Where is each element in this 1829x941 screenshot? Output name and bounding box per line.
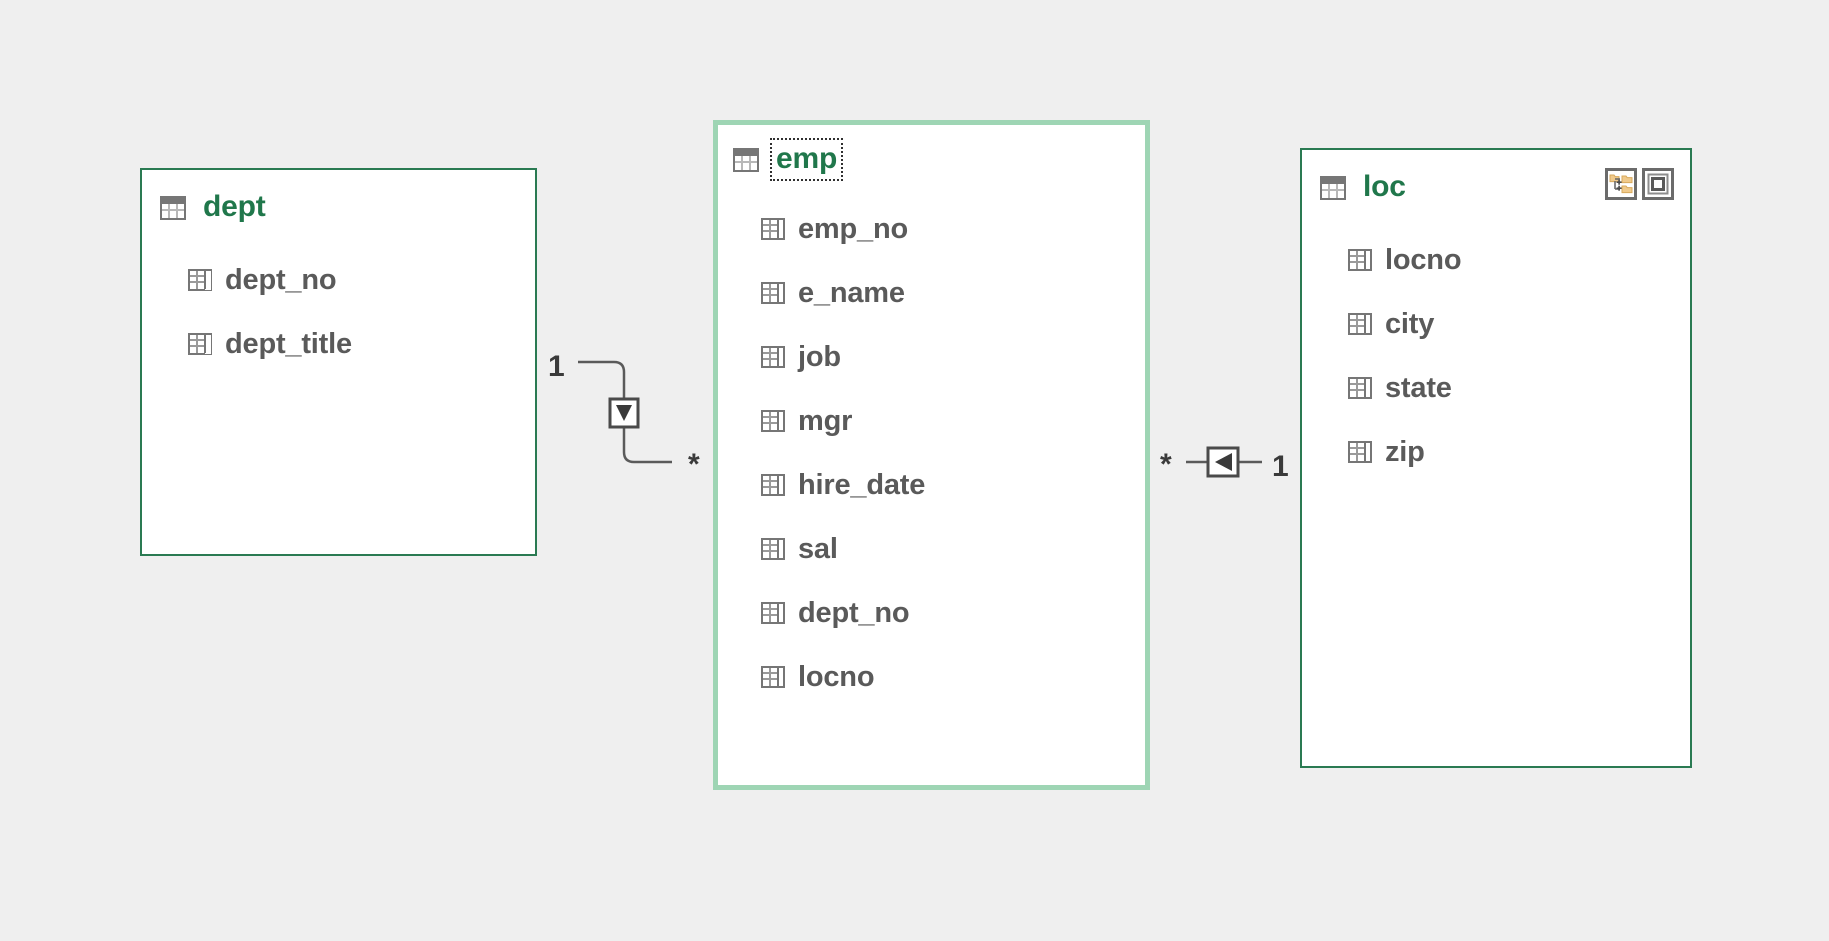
- column-row[interactable]: e_name: [761, 261, 925, 325]
- relationship-dept-emp[interactable]: [578, 360, 672, 464]
- column-row[interactable]: city: [1348, 292, 1461, 356]
- folder-tree-icon[interactable]: [1605, 168, 1637, 200]
- column-icon: [1348, 441, 1372, 463]
- column-icon: [1348, 313, 1372, 335]
- column-row[interactable]: job: [761, 325, 925, 389]
- column-icon: [761, 666, 785, 688]
- column-icon: [188, 333, 212, 355]
- column-label: hire_date: [798, 468, 926, 501]
- column-label: city: [1385, 307, 1435, 340]
- entity-emp[interactable]: emp emp_no: [713, 120, 1150, 790]
- entity-loc[interactable]: loc: [1300, 148, 1692, 768]
- table-icon: [733, 147, 759, 172]
- column-icon: [1348, 249, 1372, 271]
- column-label: dept_no: [798, 596, 910, 629]
- column-icon: [761, 346, 785, 368]
- column-icon: [188, 269, 212, 291]
- column-label: sal: [798, 532, 838, 565]
- column-row[interactable]: dept_no: [761, 581, 925, 645]
- column-label: zip: [1385, 435, 1425, 468]
- column-icon: [761, 474, 785, 496]
- entity-loc-header[interactable]: loc: [1320, 168, 1410, 207]
- entity-loc-toolbar[interactable]: [1605, 168, 1674, 200]
- nested-squares-icon[interactable]: [1642, 168, 1674, 200]
- column-label: locno: [798, 660, 875, 693]
- entity-dept[interactable]: dept dept_no: [140, 168, 537, 556]
- column-label: state: [1385, 371, 1452, 404]
- column-icon: [761, 410, 785, 432]
- entity-loc-title[interactable]: loc: [1363, 170, 1406, 203]
- column-row[interactable]: emp_no: [761, 197, 925, 261]
- entity-dept-title[interactable]: dept: [203, 190, 266, 223]
- column-row[interactable]: dept_no: [188, 248, 352, 312]
- entity-emp-title[interactable]: emp: [769, 138, 844, 181]
- cardinality-emp-many-right: *: [1160, 448, 1172, 481]
- column-row[interactable]: locno: [761, 645, 925, 709]
- entity-loc-columns: locno city: [1348, 228, 1462, 484]
- column-row[interactable]: mgr: [761, 389, 925, 453]
- column-row[interactable]: zip: [1348, 420, 1461, 484]
- column-row[interactable]: dept_title: [188, 312, 352, 376]
- column-label: locno: [1385, 243, 1462, 276]
- column-label: dept_no: [225, 263, 337, 296]
- entity-emp-header[interactable]: emp: [733, 138, 844, 181]
- column-label: mgr: [798, 404, 853, 437]
- column-icon: [1348, 377, 1372, 399]
- entity-emp-columns: emp_no e_name: [761, 197, 925, 709]
- column-label: job: [798, 340, 841, 373]
- cardinality-dept-one: 1: [548, 350, 565, 383]
- cardinality-loc-one: 1: [1272, 450, 1289, 483]
- cardinality-emp-many-left: *: [688, 448, 700, 481]
- column-row[interactable]: sal: [761, 517, 925, 581]
- column-icon: [761, 218, 785, 240]
- column-icon: [761, 602, 785, 624]
- relationship-emp-loc[interactable]: [1186, 446, 1262, 478]
- column-label: e_name: [798, 276, 905, 309]
- column-row[interactable]: state: [1348, 356, 1461, 420]
- column-label: dept_title: [225, 327, 352, 360]
- table-icon: [1320, 175, 1346, 200]
- column-icon: [761, 538, 785, 560]
- table-icon: [160, 195, 186, 220]
- column-row[interactable]: locno: [1348, 228, 1462, 292]
- column-label: emp_no: [798, 212, 908, 245]
- column-icon: [761, 282, 785, 304]
- entity-dept-columns: dept_no dept_title: [188, 248, 352, 376]
- column-row[interactable]: hire_date: [761, 453, 925, 517]
- entity-dept-header[interactable]: dept: [160, 188, 270, 227]
